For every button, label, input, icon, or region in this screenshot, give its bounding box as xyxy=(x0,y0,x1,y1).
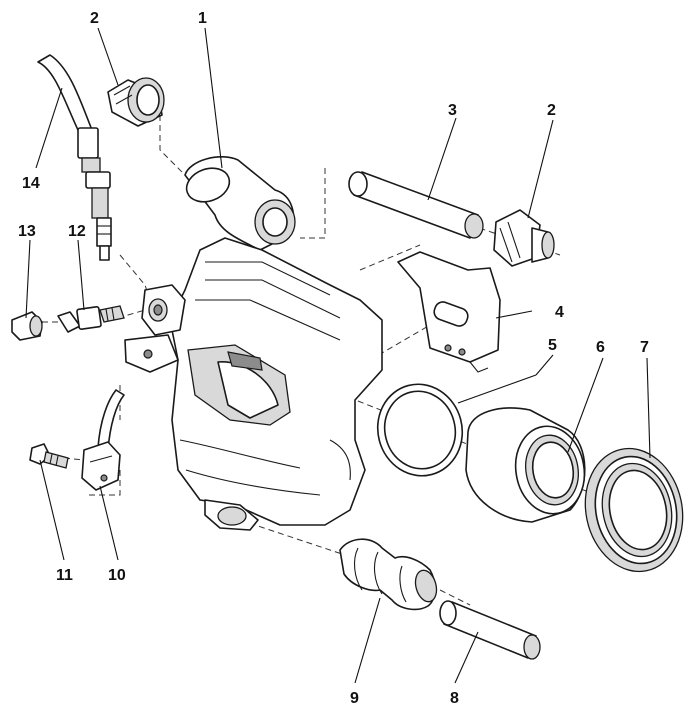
callout-4: 4 xyxy=(555,304,564,321)
wear-sensor-part-10 xyxy=(81,389,125,491)
guide-pin-part-3 xyxy=(348,171,484,239)
bolt-part-11 xyxy=(29,443,69,469)
dust-boot-part-7 xyxy=(584,447,684,573)
guide-sleeve-part-2-right xyxy=(493,209,555,267)
callout-9: 9 xyxy=(350,690,359,707)
callout-6: 6 xyxy=(596,339,605,356)
anti-rattle-spring-part-4 xyxy=(397,251,501,373)
leader-lines xyxy=(25,27,651,684)
callout-11: 11 xyxy=(56,567,73,584)
callout-2-left: 2 xyxy=(90,10,99,27)
callout-7: 7 xyxy=(640,339,649,356)
callout-12: 12 xyxy=(68,223,86,240)
callout-5: 5 xyxy=(548,337,557,354)
callout-10: 10 xyxy=(108,567,126,584)
callout-2-right: 2 xyxy=(547,102,556,119)
callout-8: 8 xyxy=(450,690,459,707)
callout-14: 14 xyxy=(22,175,40,192)
callout-13: 13 xyxy=(18,223,36,240)
guide-pin-part-8 xyxy=(439,600,541,660)
bleeder-cap-part-13 xyxy=(11,311,43,341)
bushing-part-9 xyxy=(339,538,438,611)
piston-seal-part-5 xyxy=(376,383,464,477)
callout-3: 3 xyxy=(448,102,457,119)
guide-sleeve-part-2-left xyxy=(107,77,165,127)
caliper-body-part-1 xyxy=(124,156,383,531)
brake-hose-part-14 xyxy=(37,54,112,261)
callout-labels: 1 2 2 3 4 5 6 7 8 9 10 11 12 13 14 xyxy=(18,10,649,707)
callout-1: 1 xyxy=(198,10,207,27)
bleeder-valve-part-12 xyxy=(57,305,125,333)
piston-part-6 xyxy=(465,407,586,523)
